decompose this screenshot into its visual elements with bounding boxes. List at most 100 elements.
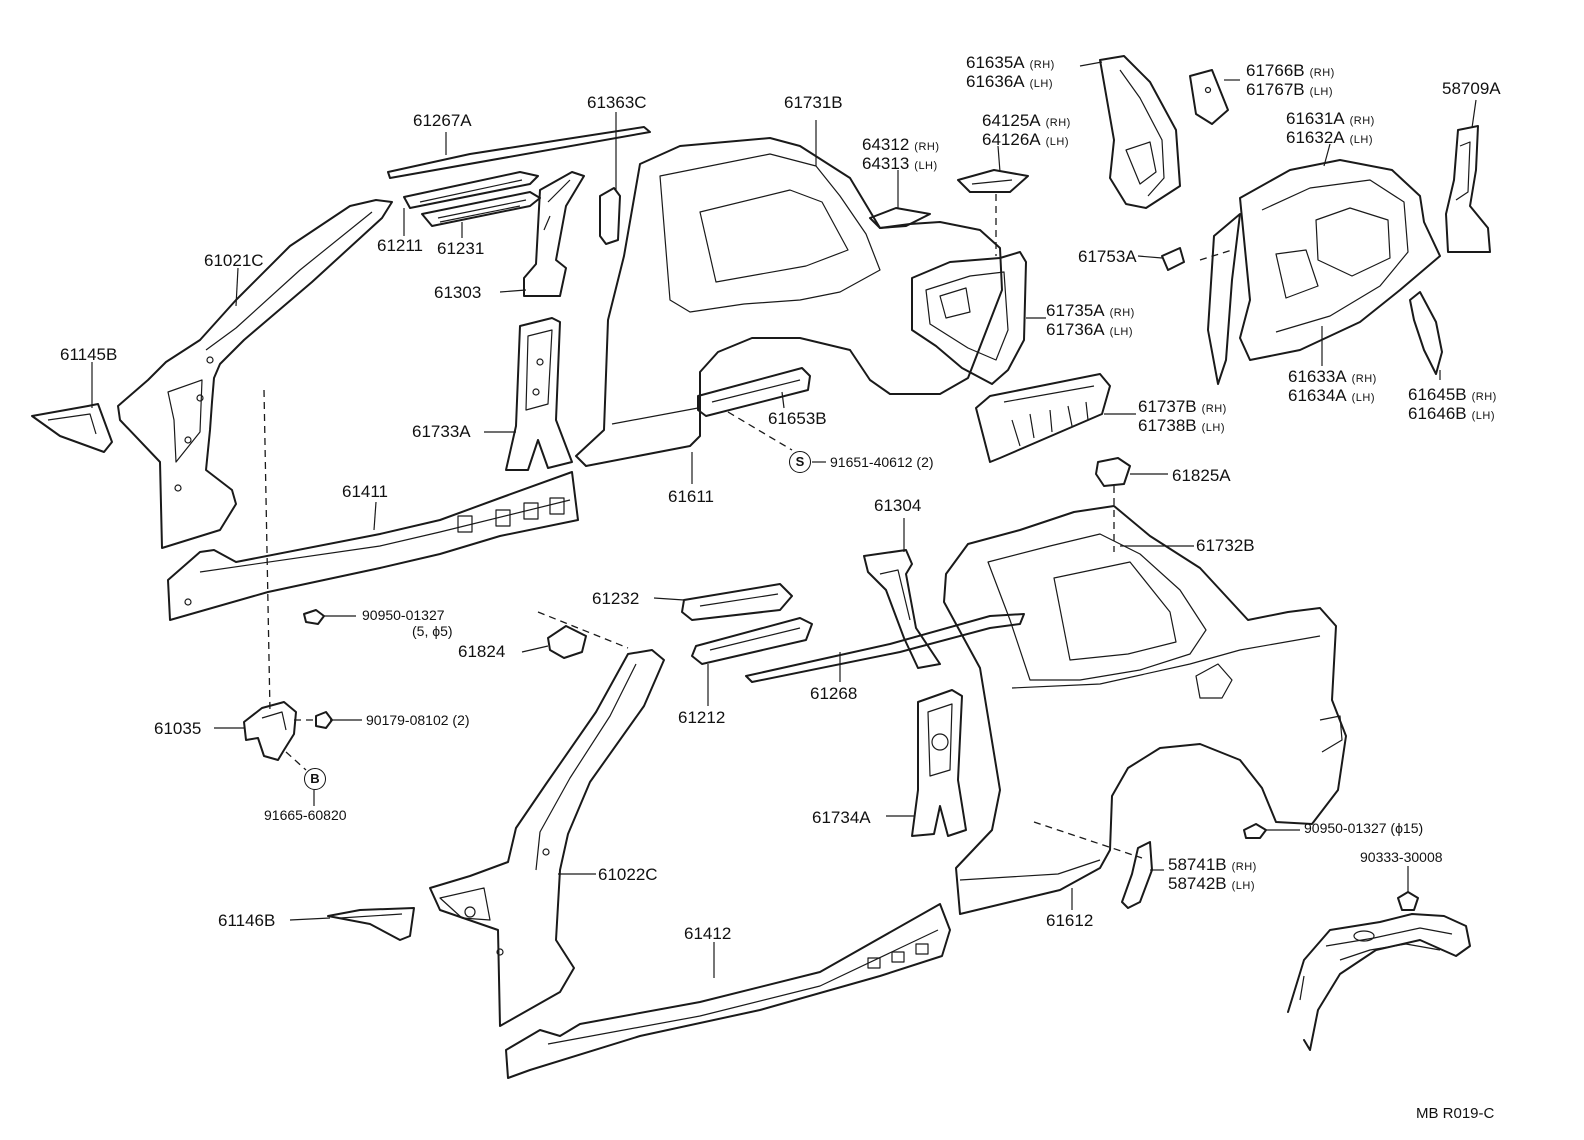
label-61646b: 61646B — [1408, 404, 1467, 423]
label-61825a: 61825A — [1172, 466, 1231, 485]
part-61733a-center-pillar — [484, 317, 573, 471]
label-61736a: 61736A — [1046, 320, 1105, 339]
label-61304: 61304 — [874, 496, 922, 515]
side-rh: (RH) — [1231, 861, 1257, 873]
part-61732b-quarter-panel — [943, 505, 1347, 915]
label-61021c: 61021C — [204, 251, 264, 270]
inset-wheel-arch — [1287, 913, 1471, 1051]
side-rh: (RH) — [1029, 59, 1055, 71]
side-lh: (LH) — [1309, 86, 1334, 98]
label-61635a: 61635A — [966, 53, 1025, 72]
part-61231-roof-rail-inner — [421, 191, 541, 238]
label-61735a: 61735A — [1046, 301, 1105, 320]
side-rh: (RH) — [1045, 117, 1071, 129]
label-61645b: 61645B — [1408, 385, 1467, 404]
label-61738b: 61738B — [1138, 416, 1197, 435]
label-61766b: 61766B — [1246, 61, 1305, 80]
part-61268-molding — [745, 613, 1025, 683]
side-rh: (RH) — [1471, 391, 1497, 403]
label-61231: 61231 — [437, 239, 485, 258]
side-rh: (RH) — [914, 141, 940, 153]
part-61734a-center-pillar — [886, 689, 967, 837]
fastener-90950-b — [1243, 823, 1300, 839]
label-90950-01327-a: 90950-01327 — [362, 607, 445, 623]
label-90333-30008: 90333-30008 — [1360, 849, 1443, 865]
label-61734a: 61734A — [812, 808, 871, 827]
part-61412-rocker-panel — [505, 903, 951, 1079]
part-61411-rocker-panel — [167, 471, 579, 621]
part-61653b-extension — [697, 367, 811, 451]
label-61631a-61632a: 61631A(RH) 61632A(LH) — [1286, 110, 1375, 148]
part-61731b-quarter-panel — [575, 120, 1003, 467]
part-58741b-liner — [1121, 841, 1164, 909]
label-61411: 61411 — [342, 482, 389, 501]
side-rh: (RH) — [1201, 403, 1227, 415]
side-rh: (RH) — [1309, 67, 1335, 79]
part-61304-pillar-reinforcement — [863, 518, 941, 669]
label-61633a-61634a: 61633A(RH) 61634A(LH) — [1288, 368, 1377, 406]
symbol-s-circle: S — [789, 451, 811, 473]
label-61412: 61412 — [684, 924, 732, 943]
label-61631a: 61631A — [1286, 109, 1345, 128]
label-61268: 61268 — [810, 684, 858, 703]
label-64126a: 64126A — [982, 130, 1041, 149]
label-90950-01327-a-size: (5, ϕ5) — [412, 623, 453, 639]
side-lh: (LH) — [1349, 134, 1374, 146]
part-61766b-plate — [1189, 69, 1240, 125]
label-61634a: 61634A — [1288, 386, 1347, 405]
label-64125a-64126a: 64125A(RH) 64126A(LH) — [982, 112, 1071, 150]
label-61653b: 61653B — [768, 409, 827, 428]
part-64125a-bracket — [957, 145, 1029, 256]
label-61611: 61611 — [668, 487, 715, 506]
part-61363c-bracket — [599, 112, 621, 245]
part-61035-hinge — [214, 701, 297, 761]
label-61636a: 61636A — [966, 72, 1025, 91]
part-58709a-bracket — [1445, 99, 1491, 253]
guide-line-b — [285, 751, 307, 771]
part-61824-block — [521, 611, 629, 659]
part-61635a-pillar-inner — [1079, 55, 1181, 209]
label-58709a: 58709A — [1442, 79, 1501, 98]
label-61737b: 61737B — [1138, 397, 1197, 416]
label-61733a: 61733A — [412, 422, 471, 441]
part-61645b-liner — [1409, 291, 1443, 380]
label-61766b-61767b: 61766B(RH) 61767B(LH) — [1246, 62, 1335, 100]
part-64312-bracket — [869, 170, 931, 229]
label-61022c: 61022C — [598, 865, 658, 884]
part-61146b-gusset — [289, 907, 415, 941]
label-61633a: 61633A — [1288, 367, 1347, 386]
label-64312-64313: 64312(RH) 64313(LH) — [862, 136, 940, 174]
label-58742b: 58742B — [1168, 874, 1227, 893]
side-rh: (RH) — [1349, 115, 1375, 127]
fastener-90950-a — [303, 609, 356, 625]
label-61612: 61612 — [1046, 911, 1094, 930]
side-lh: (LH) — [1029, 78, 1054, 90]
label-61232: 61232 — [592, 589, 640, 608]
label-61145b: 61145B — [60, 345, 118, 364]
part-61631a-wheelhouse — [1199, 143, 1441, 385]
label-61731b: 61731B — [784, 93, 843, 112]
label-90950-01327-b: 90950-01327 (ϕ15) — [1304, 820, 1424, 836]
label-91651-40612: 91651-40612 (2) — [830, 454, 934, 470]
label-64313: 64313 — [862, 154, 910, 173]
label-61212: 61212 — [678, 708, 726, 727]
label-61303: 61303 — [434, 283, 482, 302]
symbol-b-circle: B — [304, 768, 326, 790]
label-61735a-61736a: 61735A(RH) 61736A(LH) — [1046, 302, 1135, 340]
label-61035: 61035 — [154, 719, 202, 738]
side-lh: (LH) — [1231, 880, 1256, 892]
part-61211-roof-rail — [403, 171, 539, 236]
part-61735a-inner-panel — [911, 251, 1046, 385]
side-lh: (LH) — [1351, 392, 1376, 404]
guide-line-latch — [263, 389, 271, 713]
fastener-90333 — [1397, 866, 1419, 911]
label-61732b: 61732B — [1196, 536, 1255, 555]
part-61212-rail — [691, 617, 813, 706]
label-61824: 61824 — [458, 642, 506, 661]
label-61753a: 61753A — [1078, 247, 1137, 266]
side-lh: (LH) — [1109, 326, 1134, 338]
label-90179-08102: 90179-08102 (2) — [366, 712, 470, 728]
part-61022c-front-pillar — [429, 649, 665, 1027]
